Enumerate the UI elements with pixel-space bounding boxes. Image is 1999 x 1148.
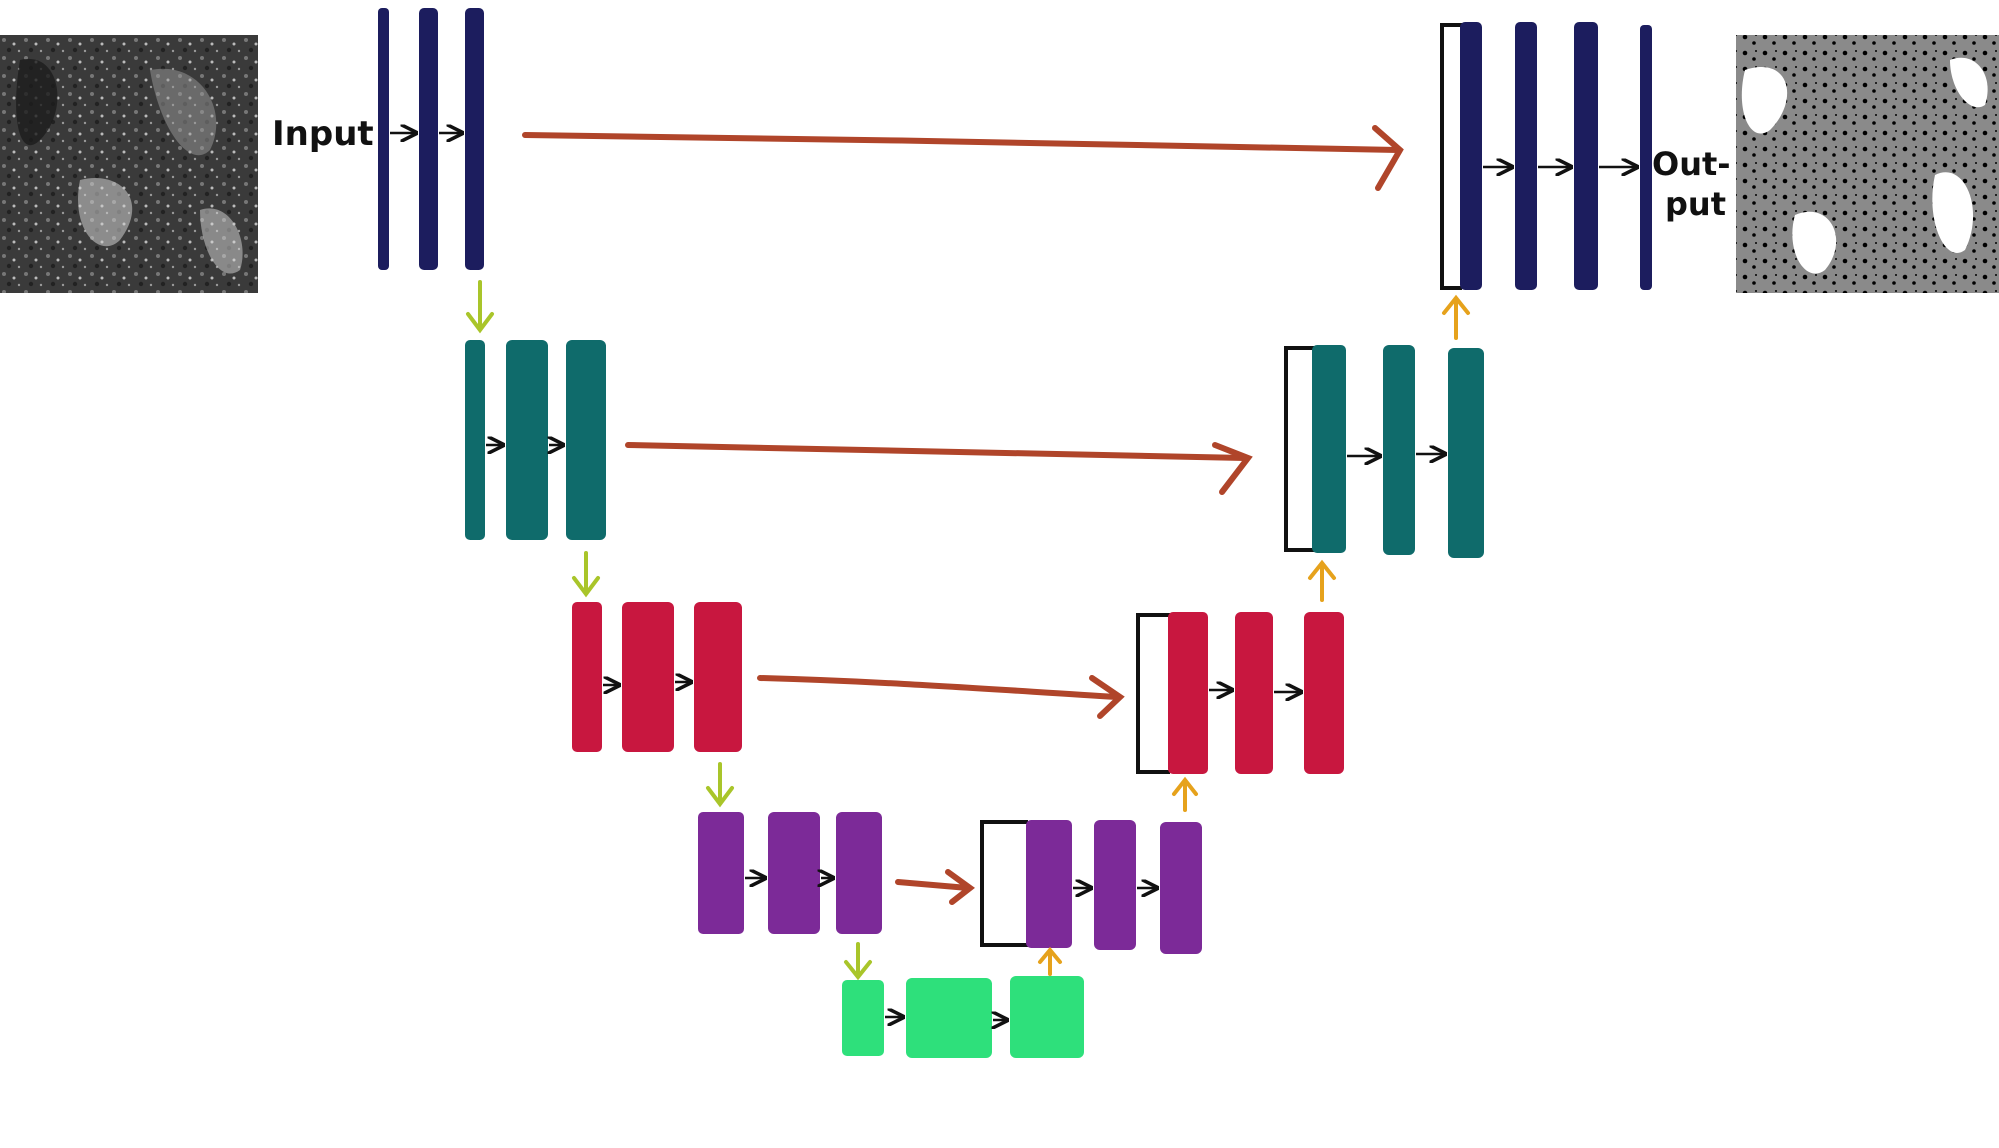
down-arrows — [466, 280, 872, 981]
output-image — [1736, 35, 1999, 293]
feature-map — [1026, 820, 1072, 948]
input-image — [0, 35, 258, 293]
feature-map — [694, 602, 742, 752]
feature-map — [1448, 348, 1484, 558]
output-label-line2: put — [1665, 185, 1726, 223]
encoder-level-4 — [698, 812, 882, 934]
feature-map — [572, 602, 602, 752]
down-arrow-3 — [706, 762, 734, 808]
concat-bracket — [1440, 23, 1462, 290]
down-arrow-2 — [572, 551, 600, 598]
encoder-level-2 — [465, 340, 606, 540]
input-label: Input — [272, 114, 374, 154]
feature-map — [1515, 22, 1537, 290]
feature-map — [698, 812, 744, 934]
down-arrow-4 — [844, 942, 872, 981]
feature-map — [768, 812, 820, 934]
up-arrow-3 — [1308, 559, 1336, 602]
feature-map — [1383, 345, 1415, 555]
feature-map — [1235, 612, 1273, 774]
output-label-line1: Out- — [1652, 145, 1731, 183]
up-arrow-1 — [1038, 946, 1062, 976]
feature-map — [1460, 22, 1482, 290]
feature-map — [465, 8, 484, 270]
decoder-level-1 — [1440, 22, 1652, 290]
feature-map — [465, 340, 485, 540]
encoder-level-1 — [378, 8, 484, 270]
concat-bracket — [1136, 613, 1170, 774]
feature-map — [836, 812, 882, 934]
skip-arrow-level-1 — [522, 125, 1404, 191]
concat-bracket — [1284, 346, 1318, 552]
up-arrows — [1038, 294, 1470, 976]
decoder-level-4 — [980, 820, 1202, 954]
inner-arrows-level-3 — [603, 682, 691, 685]
skip-connections — [522, 125, 1404, 905]
feature-map — [566, 340, 606, 540]
feature-map — [1574, 22, 1598, 290]
feature-map — [622, 602, 674, 752]
bottleneck — [842, 976, 1084, 1058]
skip-arrow-level-2 — [625, 442, 1253, 495]
concat-bracket — [980, 820, 1028, 947]
feature-map — [842, 980, 884, 1056]
skip-arrow-level-4 — [895, 869, 975, 905]
decoder-level-3 — [1136, 612, 1344, 774]
skip-arrow-level-3 — [757, 675, 1125, 719]
up-arrow-2 — [1172, 776, 1198, 812]
feature-map — [1168, 612, 1208, 774]
feature-map — [1640, 25, 1652, 290]
feature-map — [1304, 612, 1344, 774]
feature-map — [906, 978, 992, 1058]
feature-map — [1094, 820, 1136, 950]
encoder-level-3 — [572, 602, 742, 752]
decoder-level-2 — [1284, 345, 1484, 558]
feature-map — [1160, 822, 1202, 954]
down-arrow-1 — [466, 280, 494, 334]
feature-map — [506, 340, 548, 540]
feature-map — [1312, 345, 1346, 553]
feature-map — [1010, 976, 1084, 1058]
feature-map — [419, 8, 438, 270]
inner-arrows-bottleneck — [885, 1017, 1007, 1020]
feature-map — [378, 8, 389, 270]
up-arrow-4 — [1442, 294, 1470, 340]
